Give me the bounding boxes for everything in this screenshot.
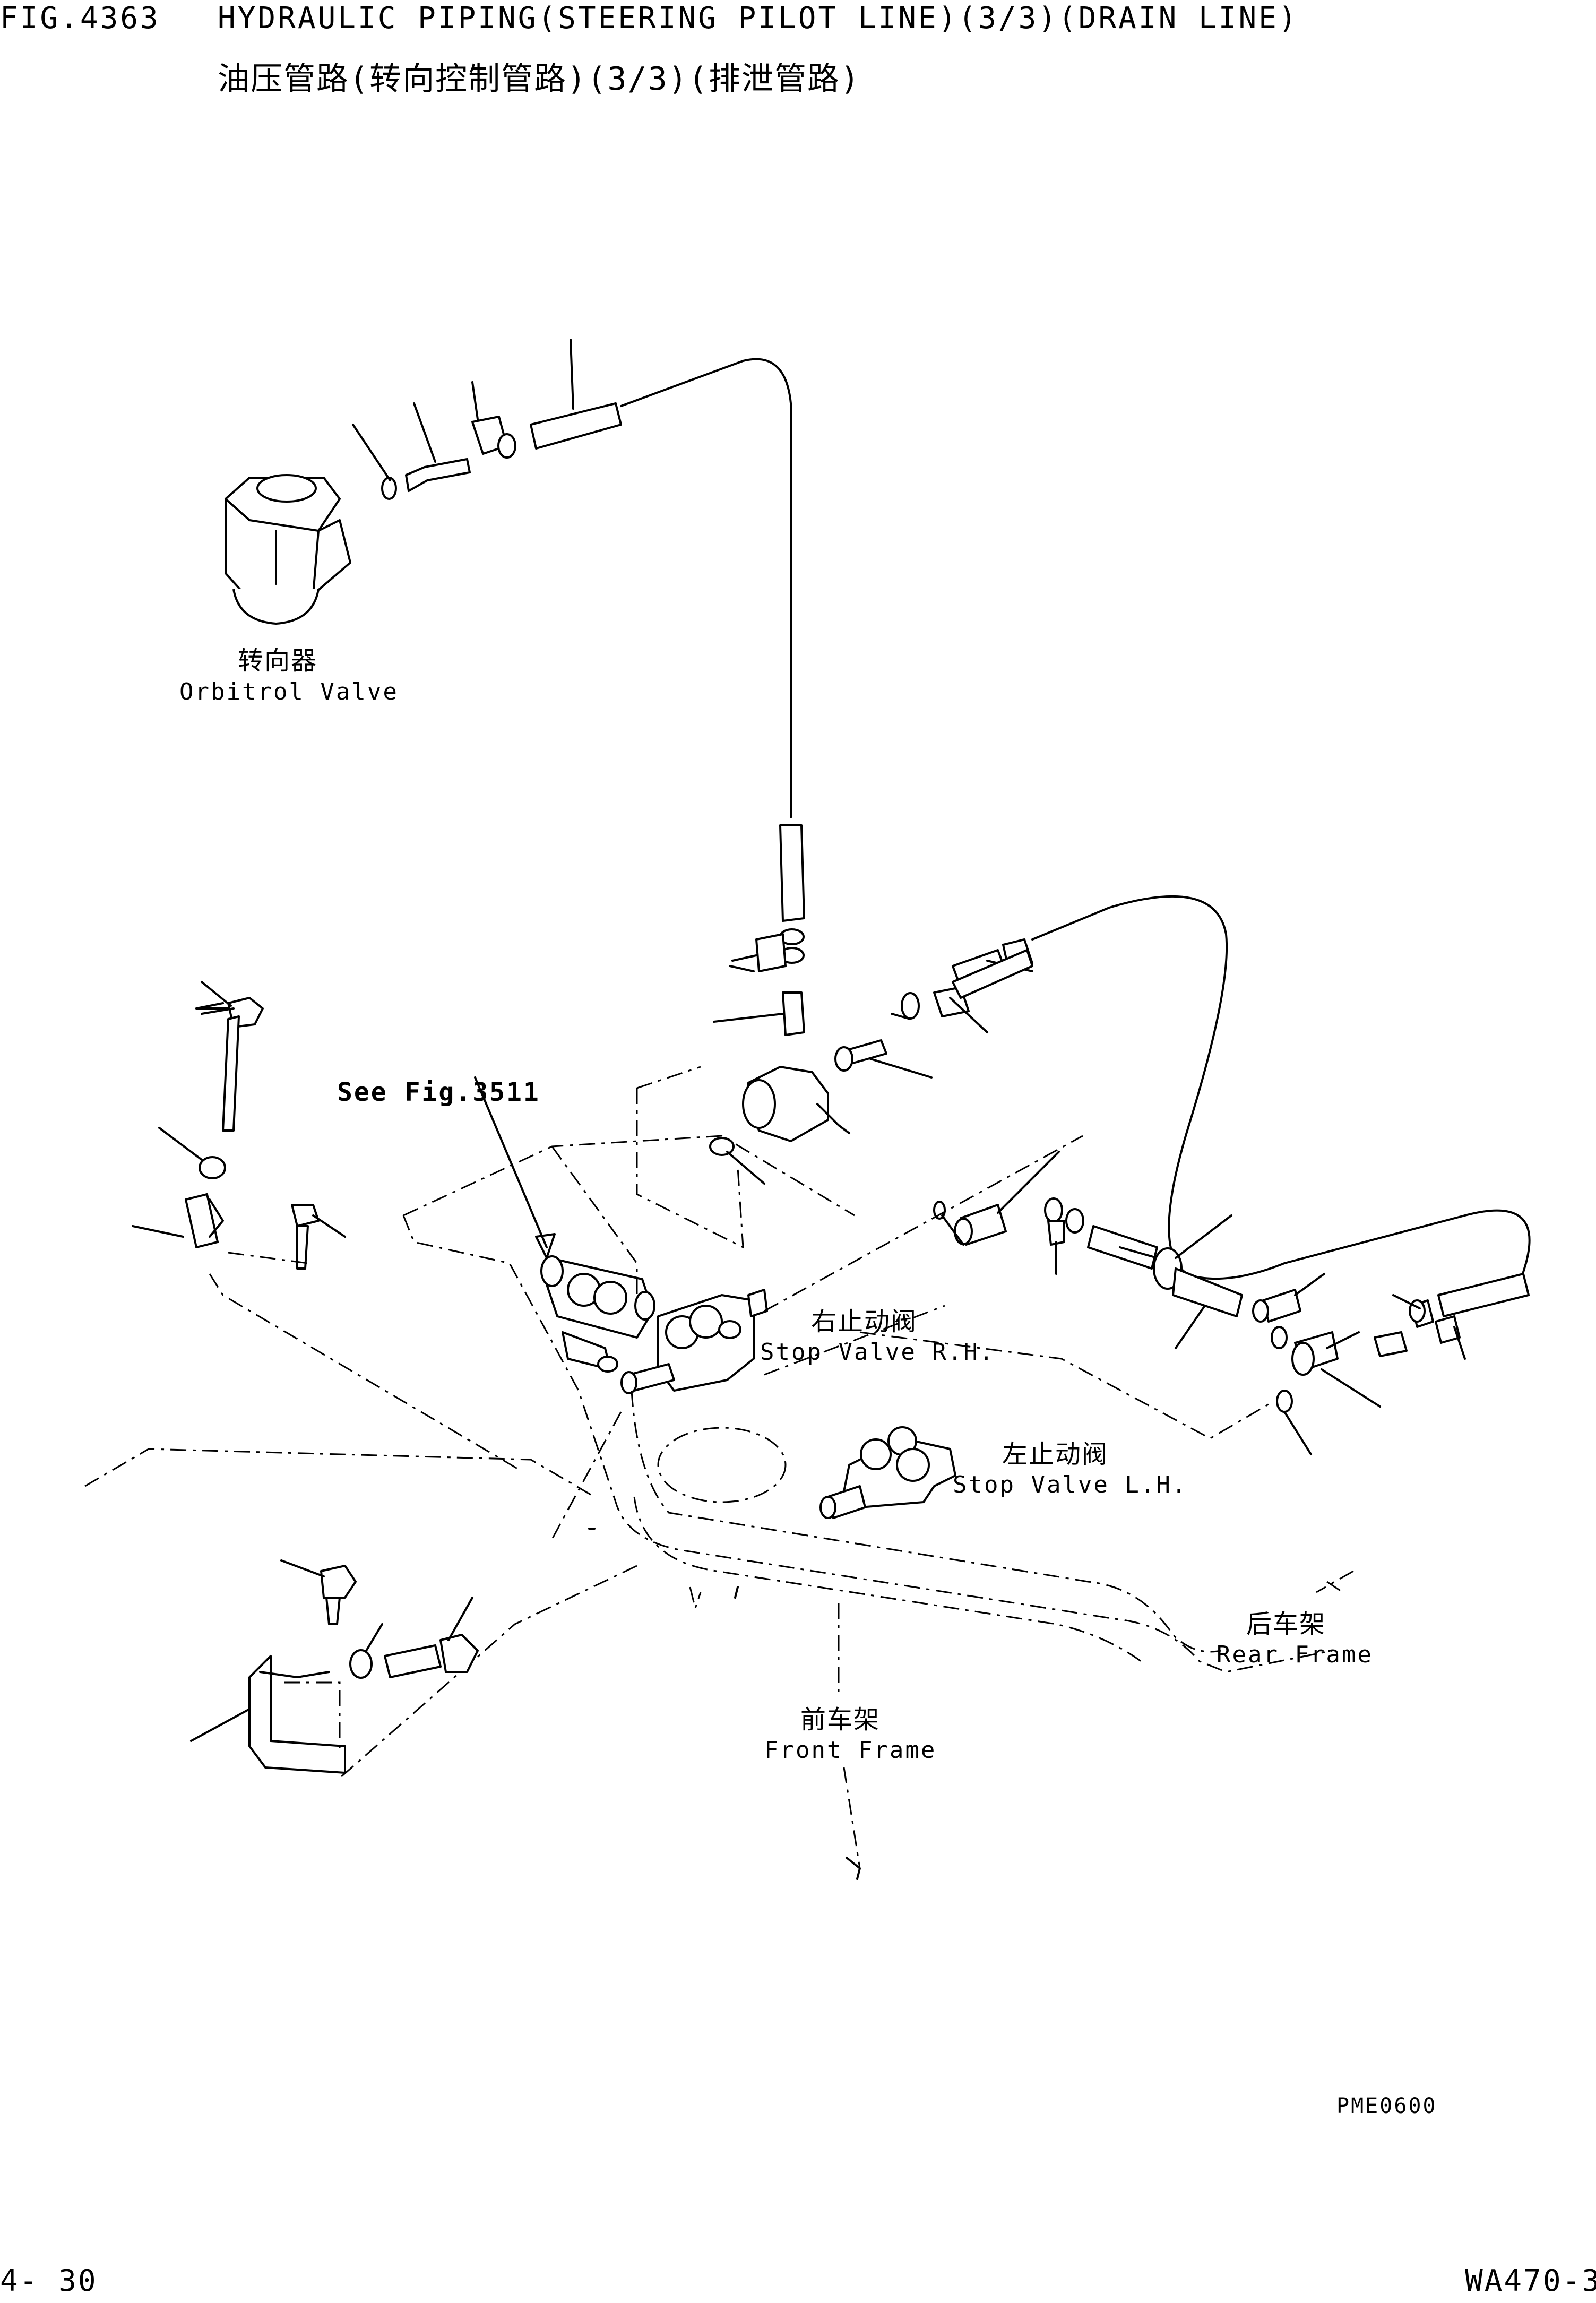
rear-frame-label-en: Rear Frame (1217, 1641, 1373, 1668)
front-frame-leaders (838, 1603, 861, 1880)
front-frame-label-en: Front Frame (764, 1737, 937, 1764)
misc-marks (588, 1066, 739, 1599)
page-number: 4- 30 (0, 2264, 98, 2298)
orbitrol-fittings (352, 339, 622, 500)
orbitrol-valve (225, 474, 351, 625)
stop-valve-rh-label-cn: 右止动阀 (811, 1307, 918, 1336)
orbitrol-label-cn: 转向器 (238, 646, 318, 676)
front-frame-label-cn: 前车架 (800, 1705, 881, 1735)
rear-frame-label-cn: 后车架 (1246, 1609, 1326, 1639)
stop-valve-lh (819, 1426, 956, 1519)
orbitrol-label-en: Orbitrol Valve (179, 678, 399, 705)
elbow-fitting (709, 1066, 850, 1185)
stop-valve-lh-label-cn: 左止动阀 (1002, 1439, 1109, 1469)
title-chinese: 油压管路(转向控制管路)(3/3)(排泄管路) (218, 61, 861, 98)
title-english: HYDRAULIC PIPING(STEERING PILOT LINE)(3/… (218, 1, 1299, 36)
see-fig-label: See Fig.3511 (337, 1077, 540, 1107)
left-bracket-assembly (132, 981, 521, 1471)
right-side-fittings (933, 1151, 1530, 1455)
see-fig-arrow (474, 1076, 556, 1259)
drawing-code: PME0600 (1336, 2094, 1437, 2118)
valve-block (540, 1255, 655, 1373)
pilot-line (620, 358, 805, 1036)
lower-bracket-assembly (190, 1559, 702, 1774)
frame-outline (84, 1088, 1354, 1779)
stop-valve-rh (620, 1289, 768, 1394)
figure-number: FIG.4363 (0, 1, 160, 36)
stop-valve-lh-label-en: Stop Valve L.H. (953, 1471, 1188, 1498)
upper-right-hose (952, 895, 1531, 1291)
stop-valve-rh-label-en: Stop Valve R.H. (760, 1339, 995, 1366)
model-number: WA470-3 (1465, 2264, 1596, 2298)
